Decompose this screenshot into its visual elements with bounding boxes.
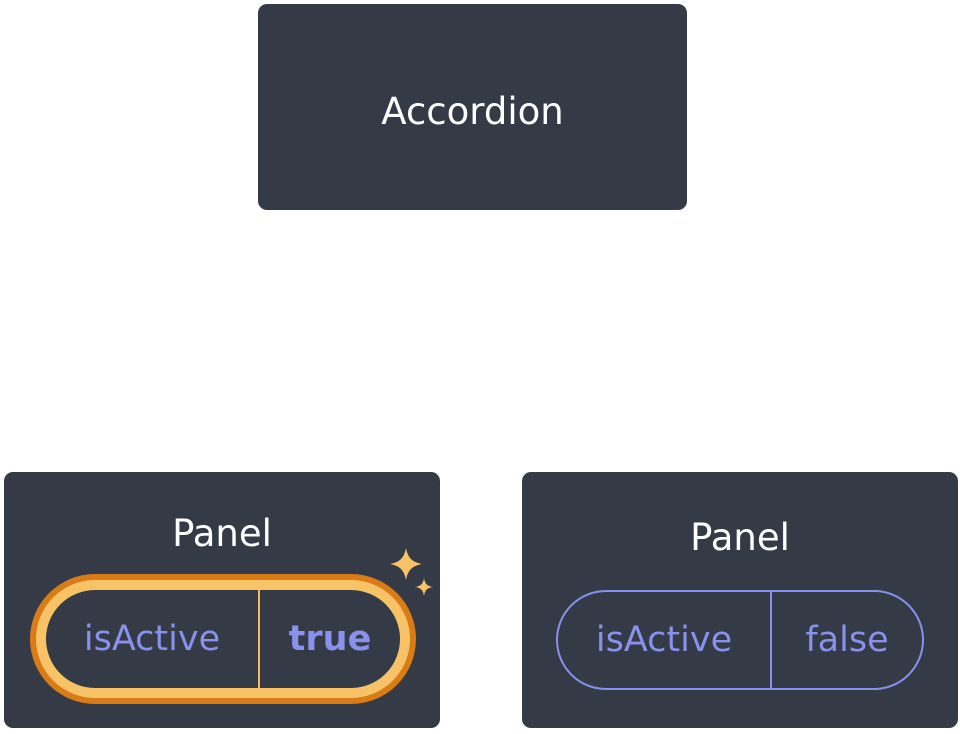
pill-divider <box>258 590 260 688</box>
panel-node-inactive: Panel isActive false <box>522 472 958 728</box>
state-key: isActive <box>83 619 221 659</box>
state-pill: isActive false <box>556 590 924 690</box>
accordion-title: Accordion <box>381 90 564 133</box>
panel-title: Panel <box>172 512 272 555</box>
panel-node-active: Panel isActive true <box>4 472 440 728</box>
state-value: false <box>805 620 889 660</box>
pill-divider <box>770 592 772 688</box>
panel-title: Panel <box>690 516 790 559</box>
state-key: isActive <box>595 620 733 660</box>
state-value: true <box>288 619 372 659</box>
accordion-node: Accordion <box>258 4 687 210</box>
state-pill: isActive true <box>46 590 400 688</box>
sparkle-icon <box>390 548 433 596</box>
